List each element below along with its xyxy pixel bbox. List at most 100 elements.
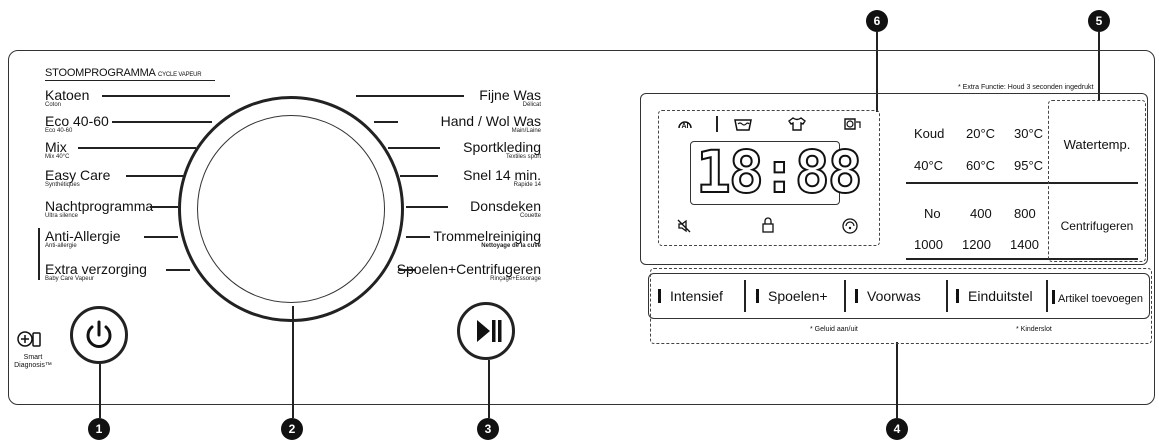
leader-extra-verzorging [166, 269, 190, 271]
callout-3: 3 [477, 418, 499, 440]
temp-option-30: 30°C [1014, 126, 1044, 141]
time-display: 18:88 [695, 137, 864, 207]
leader-mix [78, 147, 196, 149]
voorwas-indicator [855, 289, 858, 303]
smart-diagnosis-label: Smart Diagnosis™ [14, 354, 52, 369]
mute-icon [677, 219, 691, 233]
leader-anti-allergie [144, 236, 178, 238]
leader-sportkleding [388, 147, 440, 149]
temp-bracket [906, 182, 1138, 184]
spin-option-1000: 1000 [914, 237, 943, 252]
icon-separator [716, 116, 718, 132]
start-pause-button[interactable] [457, 302, 515, 360]
button-divider-1 [744, 280, 746, 312]
child-lock-label: * Kinderslot [1016, 326, 1052, 333]
button-divider-3 [946, 280, 948, 312]
temp-option-koud: Koud [914, 126, 945, 141]
smart-diagnosis-icon [17, 331, 41, 347]
callout-6: 6 [866, 10, 888, 32]
callout-5-leader [1098, 32, 1100, 100]
callout-3-leader [488, 360, 490, 418]
leader-katoen [102, 95, 230, 97]
leader-donsdeken [406, 206, 448, 208]
leader-fijne-was [356, 95, 464, 97]
callout-4: 4 [886, 418, 908, 440]
spin-bracket [906, 258, 1138, 260]
program-snel-14: Snel 14 min.Rapide 14 [463, 167, 541, 188]
steam-bracket [38, 228, 40, 280]
spin-option-400: 400 [970, 206, 992, 221]
temp-option-60: 60°C [966, 158, 996, 173]
callout-4-leader [896, 342, 898, 418]
power-icon [86, 320, 112, 348]
callout-1-leader [99, 364, 101, 418]
temp-option-95: 95°C [1014, 158, 1044, 173]
time-display-frame [690, 141, 840, 205]
leader-nachtprogramma [150, 206, 178, 208]
tub-clean-icon [844, 118, 861, 130]
ai-icon: AI [678, 121, 692, 130]
einduitstel-indicator [956, 289, 959, 303]
temp-option-20: 20°C [966, 126, 996, 141]
voorwas-button[interactable]: Voorwas [855, 288, 921, 304]
callout-2-leader [292, 306, 294, 418]
shirt-icon [788, 117, 806, 131]
power-button[interactable] [70, 306, 128, 364]
spin-option-1200: 1200 [962, 237, 991, 252]
artikel-toevoegen-indicator [1052, 290, 1055, 304]
intensief-indicator [658, 289, 661, 303]
leader-hand-wol [374, 121, 398, 123]
leader-trommelreiniging [406, 236, 430, 238]
callout-6-leader [876, 32, 878, 112]
spoelen-plus-button[interactable]: Spoelen+ [756, 288, 828, 304]
spin-option-800: 800 [1014, 206, 1036, 221]
spin-option-1400: 1400 [1010, 237, 1039, 252]
leader-spoelen [398, 269, 416, 271]
spin-button[interactable]: Centrifugeren [1060, 219, 1134, 233]
leader-eco [112, 121, 212, 123]
wifi-icon [842, 218, 858, 234]
temp-option-40: 40°C [914, 158, 944, 173]
display-area-outline [658, 110, 880, 246]
artikel-toevoegen-button[interactable]: Artikel toevoegen [1052, 290, 1143, 305]
section-title-underline [45, 80, 215, 81]
sound-label: * Geluid aan/uit [810, 326, 858, 333]
program-dial-inner [197, 115, 385, 303]
control-panel [8, 50, 1155, 405]
intensief-button[interactable]: Intensief [658, 288, 723, 304]
button-divider-4 [1046, 280, 1048, 312]
prewash-icon [734, 119, 752, 131]
water-temp-spin-outline [1048, 100, 1146, 262]
leader-snel [400, 175, 438, 177]
spoelen-plus-indicator [756, 289, 759, 303]
button-divider-2 [844, 280, 846, 312]
option-button-row [648, 273, 1150, 319]
section-title: STOOMPROGRAMMA CYCLE VAPEUR [45, 67, 202, 79]
callout-5: 5 [1088, 10, 1110, 32]
spin-option-no: No [924, 206, 941, 221]
child-lock-icon [762, 217, 774, 233]
callout-2: 2 [281, 418, 303, 440]
play-pause-icon [477, 320, 502, 342]
water-temp-button[interactable]: Watertemp. [1063, 137, 1131, 152]
extra-function-note: * Extra Functie: Houd 3 seconden ingedru… [958, 84, 1094, 91]
program-dial[interactable] [178, 96, 404, 322]
svg-text:AI: AI [682, 123, 689, 130]
option-row-outline [650, 268, 1152, 344]
leader-easy-care [126, 175, 184, 177]
einduitstel-button[interactable]: Einduitstel [956, 288, 1033, 304]
display-panel [640, 93, 1148, 265]
